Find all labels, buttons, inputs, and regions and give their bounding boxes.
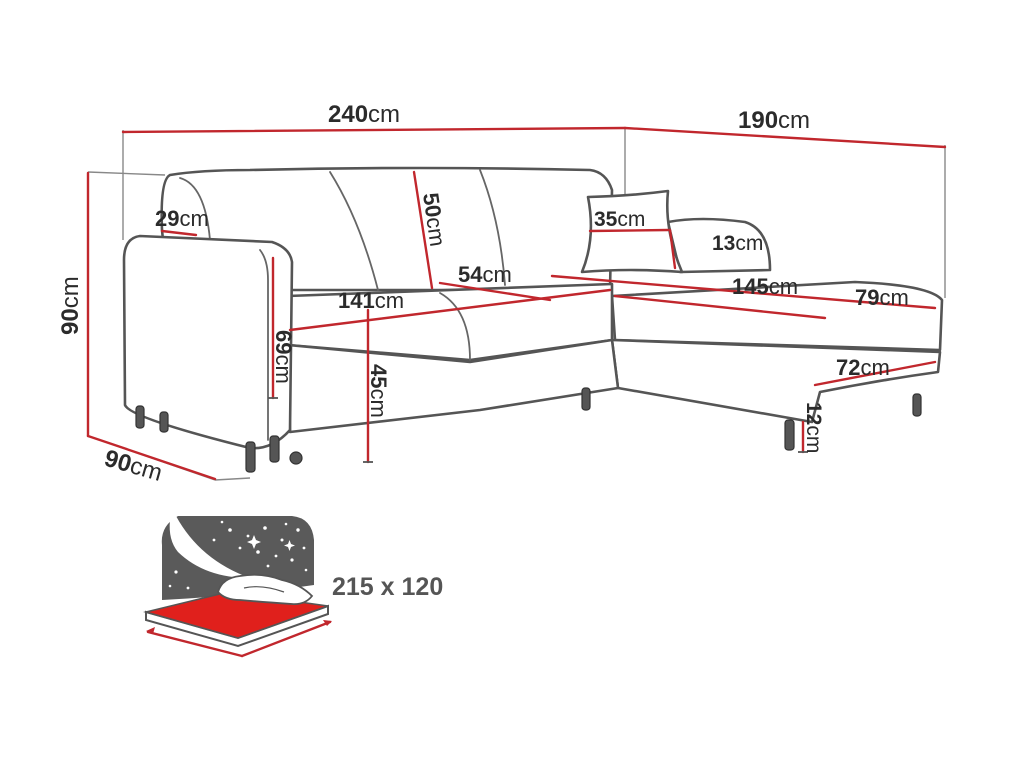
leg: [581, 387, 591, 411]
stars: [168, 520, 308, 590]
label-seat-width: 141cm: [338, 288, 404, 313]
label-chaise-back-height: 13cm: [712, 232, 763, 255]
label-backrest-height: 50cm: [418, 191, 450, 248]
wheel: [289, 451, 303, 465]
chaise-backrest: [666, 217, 772, 274]
inner-dimension-lines: [160, 170, 937, 464]
overall-dimension-lines: [86, 126, 947, 481]
label-leg-height: 12cm: [802, 402, 825, 453]
sleeping-area-icon: [143, 516, 332, 658]
label-chaise-width: 79cm: [855, 285, 909, 310]
leg: [784, 419, 795, 451]
leg: [269, 435, 280, 463]
chaise-seat: [610, 280, 944, 352]
leg: [912, 393, 922, 417]
sleeping-area-size: 215 x 120: [332, 573, 443, 601]
leg: [159, 411, 169, 433]
leg: [245, 441, 256, 473]
label-height: 90cm: [57, 276, 84, 335]
moon-icon: [169, 516, 250, 578]
label-seat-depth: 54cm: [458, 262, 512, 287]
label-seat-height: 45cm: [366, 364, 391, 418]
label-arm-height: 69cm: [271, 330, 296, 384]
label-chaise-front-width: 72cm: [836, 355, 890, 380]
label-armrest-width: 29cm: [155, 206, 209, 231]
label-total-width: 240cm: [328, 101, 400, 128]
chaise-base: [610, 338, 942, 424]
label-chaise-seat-length: 145cm: [732, 274, 798, 299]
left-arm: [122, 234, 294, 450]
label-chaise-length: 190cm: [738, 107, 810, 134]
sofa-outline: [122, 166, 944, 473]
dimension-tick-marks: [268, 397, 808, 463]
label-pillow-width: 35cm: [594, 208, 645, 231]
leg: [135, 405, 145, 429]
duvet-icon: [216, 573, 314, 605]
sofa-base: [286, 338, 620, 434]
label-depth: 90cm: [101, 445, 165, 487]
